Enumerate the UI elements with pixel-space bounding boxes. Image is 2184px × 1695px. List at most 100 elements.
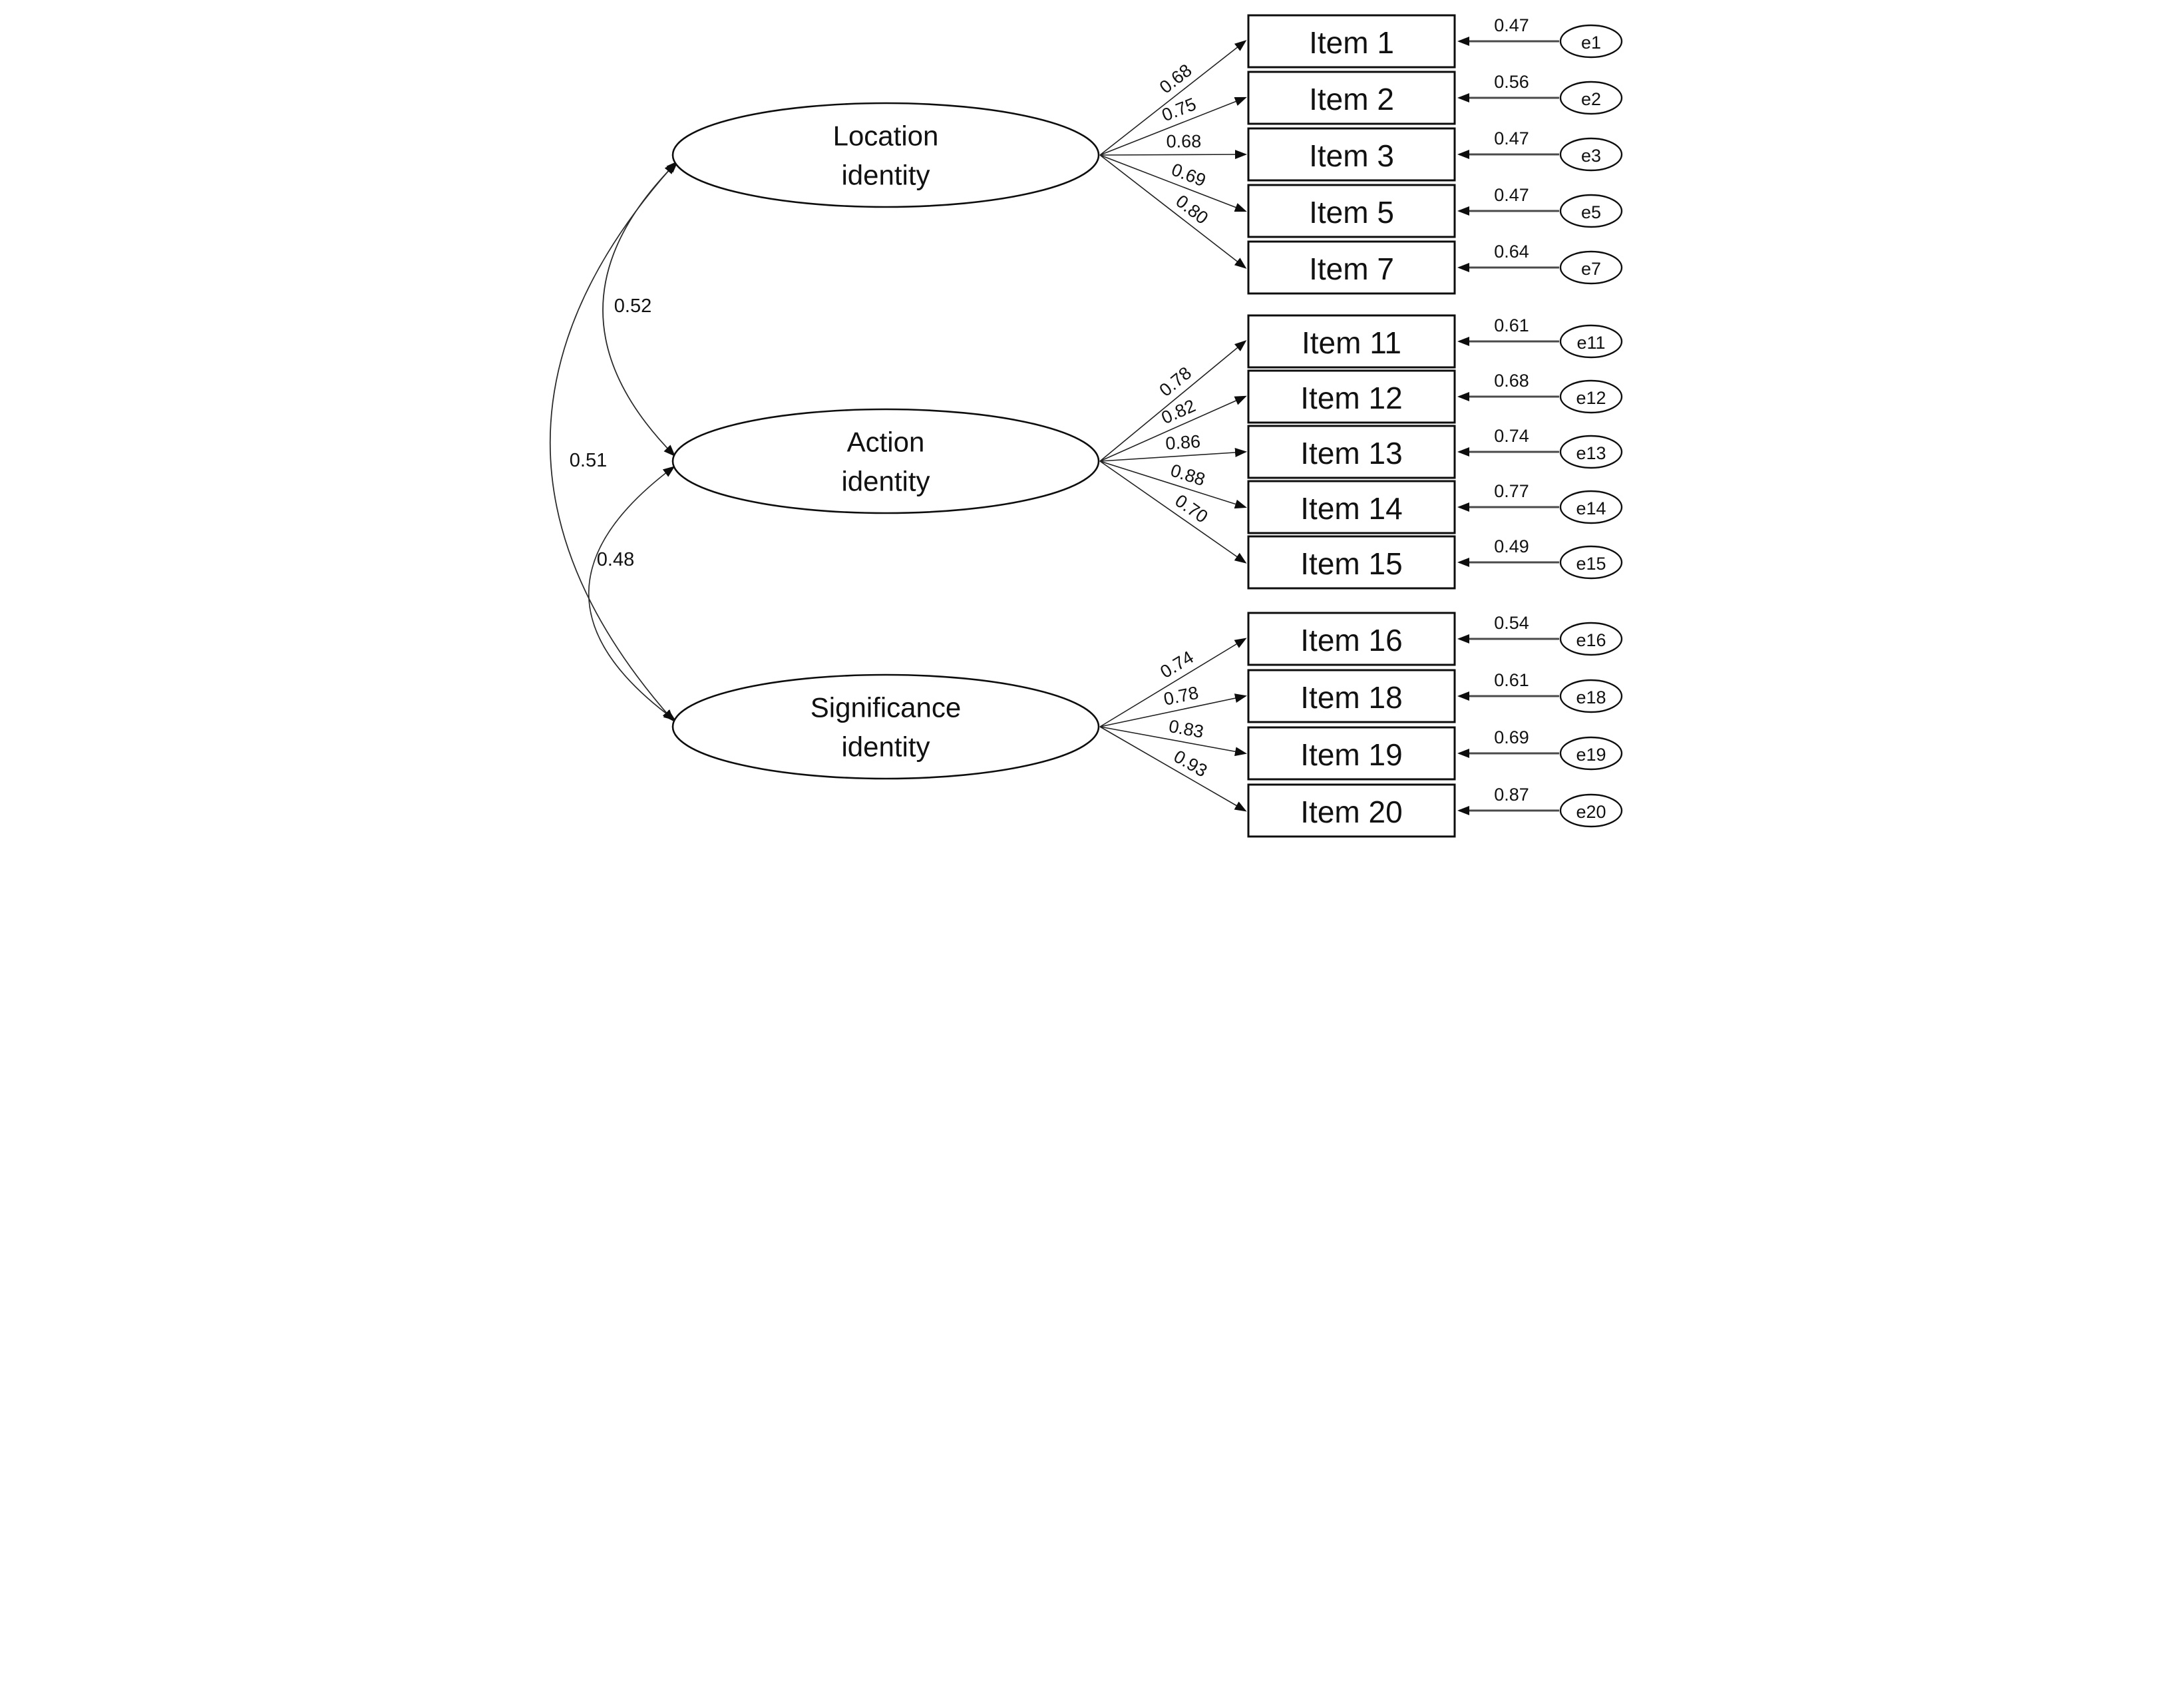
error-label: e15 [1576,554,1606,574]
correlation-value: 0.51 [569,450,606,471]
factor-label-line: identity [841,731,930,763]
error-value: 0.74 [1494,426,1529,446]
loading-value: 0.75 [1159,94,1198,125]
item-box [1247,369,1455,424]
loading-arrow [1099,150,1247,160]
error-label: e14 [1576,498,1606,518]
correlation-value: 0.52 [614,295,651,317]
error-ellipse [1559,324,1622,359]
factor-label-line: Location [832,120,938,152]
error-value: 0.77 [1494,481,1529,501]
item-box [1247,127,1455,182]
loading-arrow [1099,447,1247,462]
item-box [1247,669,1455,723]
correlation-path-action-significance [588,466,675,721]
loading-value: 0.69 [1169,159,1208,190]
item-label: Item 7 [1309,252,1394,286]
loading-value: 0.86 [1165,431,1200,453]
error-value: 0.87 [1494,785,1529,805]
error-label: e11 [1576,333,1605,353]
item-label: Item 11 [1302,325,1401,360]
factor-ellipse [671,102,1099,208]
loading-value: 0.78 [1162,683,1200,709]
loading-arrow [1099,638,1247,727]
error-ellipse [1559,24,1622,59]
item-box [1247,535,1455,590]
error-label: e7 [1580,259,1600,279]
item-label: Item 3 [1309,138,1394,173]
loading-value: 0.70 [1171,490,1211,527]
item-label: Item 20 [1300,795,1402,829]
loading-value: 0.68 [1155,60,1195,97]
item-label: Item 14 [1300,491,1402,526]
error-value: 0.68 [1494,371,1529,391]
loading-value: 0.82 [1158,395,1198,428]
loading-arrow [1099,693,1247,727]
error-value: 0.61 [1494,670,1529,690]
item-box [1247,612,1455,666]
loading-arrow [1099,726,1247,757]
error-ellipse [1559,490,1622,524]
factor-label-line: identity [841,466,930,497]
item-label: Item 15 [1300,546,1402,581]
loading-arrow [1099,461,1247,509]
item-box [1247,480,1455,534]
item-label: Item 16 [1300,623,1402,658]
item-label: Item 12 [1300,381,1402,415]
loading-arrow [1099,461,1246,564]
error-ellipse [1559,679,1622,713]
error-value: 0.47 [1494,185,1529,205]
error-value: 0.61 [1494,315,1529,335]
error-value: 0.54 [1494,613,1529,633]
item-label: Item 18 [1300,680,1402,715]
item-box [1247,314,1455,369]
error-label: e3 [1580,146,1600,166]
error-ellipse [1559,250,1622,285]
loading-arrow [1099,395,1247,462]
item-box [1247,240,1455,295]
error-label: e13 [1576,443,1606,463]
factor-label-line: Action [846,427,924,458]
error-value: 0.64 [1494,242,1529,262]
error-ellipse [1559,545,1622,580]
loading-arrow [1099,726,1247,812]
loading-value: 0.93 [1170,746,1210,781]
item-box [1247,184,1455,238]
loading-value: 0.74 [1157,647,1197,682]
loading-arrow [1099,40,1246,156]
loading-arrow [1099,154,1247,212]
factor-ellipse [671,408,1099,514]
item-box [1247,783,1455,838]
error-label: e18 [1576,687,1606,707]
loading-arrow [1099,96,1247,156]
loading-value: 0.80 [1172,191,1212,228]
item-box [1247,14,1455,69]
error-value: 0.56 [1494,72,1529,92]
factor-ellipse [671,673,1099,780]
loading-value: 0.88 [1168,461,1207,490]
item-label: Item 5 [1309,195,1394,230]
correlation-path-location-significance [549,162,676,722]
item-label: Item 2 [1309,82,1394,116]
loading-value: 0.83 [1167,716,1205,742]
item-box [1247,425,1455,479]
error-value: 0.47 [1494,15,1529,35]
loading-arrow [1099,154,1246,269]
factor-label-line: identity [841,160,930,191]
item-label: Item 19 [1300,737,1402,772]
item-box [1247,71,1455,125]
error-ellipse [1559,622,1622,656]
item-label: Item 13 [1300,436,1402,471]
item-label: Item 1 [1309,25,1394,60]
error-label: e2 [1580,89,1600,109]
error-value: 0.47 [1494,128,1529,148]
correlation-layer: 0.52 0.51 0.48 [549,160,678,722]
error-label: e16 [1576,630,1606,650]
error-ellipse [1559,379,1622,414]
error-ellipse [1559,194,1622,228]
